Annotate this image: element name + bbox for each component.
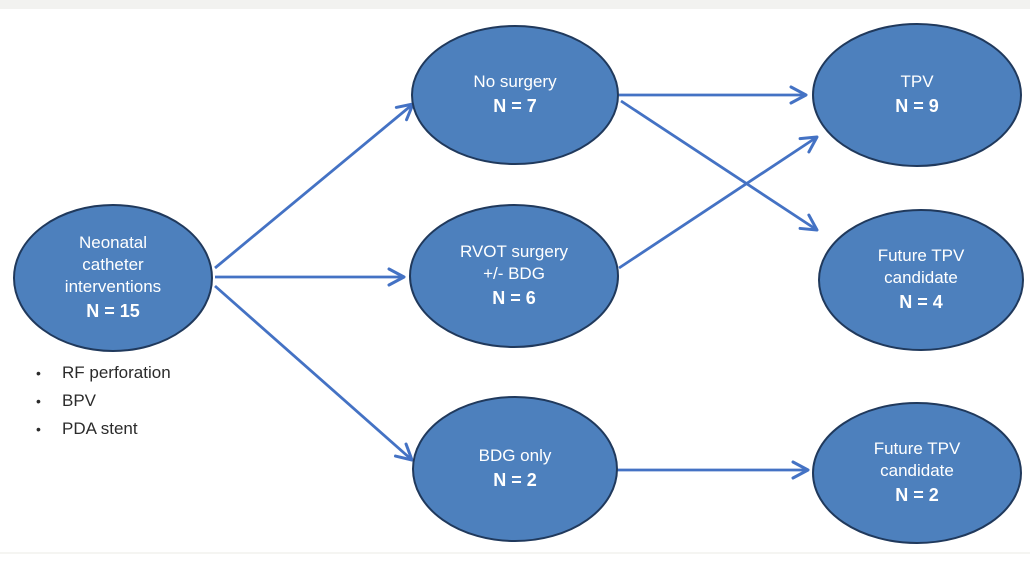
node-ellipse-no-surgery (411, 25, 619, 165)
bullet-item: • RF perforation (30, 359, 171, 387)
bullet-item: • PDA stent (30, 415, 171, 443)
bullet-item-label: BPV (62, 391, 97, 410)
arrow-source-to-bdg-only (214, 284, 414, 462)
node-ellipse-future-tpv-b (812, 402, 1022, 544)
bullet-dot: • (36, 393, 41, 409)
node-ellipse-rvot-surgery (409, 204, 619, 348)
source-bullet-list: • RF perforation • BPV • PDA stent (30, 359, 171, 443)
node-ellipse-future-tpv-a (818, 209, 1024, 351)
bullet-item-label: PDA stent (62, 419, 138, 438)
top-edge-strip (0, 0, 1030, 9)
bottom-edge-line (0, 552, 1030, 554)
arrow-no-surgery-to-future-tpv-a (620, 99, 819, 232)
bullet-item-label: RF perforation (62, 363, 171, 382)
arrow-source-to-no-surgery (214, 102, 415, 270)
node-ellipse-source (13, 204, 213, 352)
node-ellipse-tpv (812, 23, 1022, 167)
bullet-item: • BPV (30, 387, 171, 415)
bullet-dot: • (36, 421, 41, 437)
node-ellipse-bdg-only (412, 396, 618, 542)
bullet-dot: • (36, 365, 41, 381)
arrow-rvot-surgery-to-tpv (618, 135, 819, 270)
